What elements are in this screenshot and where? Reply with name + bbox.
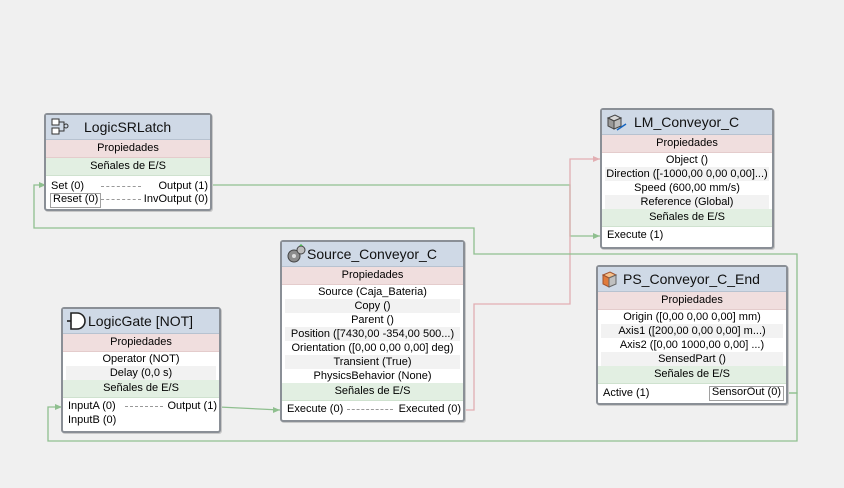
node-header[interactable]: Source_Conveyor_C xyxy=(282,242,463,267)
node-title: PS_Conveyor_C_End xyxy=(623,271,760,287)
node-title: Source_Conveyor_C xyxy=(307,246,437,262)
signal-executed[interactable]: Executed (0) xyxy=(398,403,461,415)
properties-section[interactable]: Propiedades xyxy=(282,267,463,285)
signal-output[interactable]: Output (1) xyxy=(167,400,217,412)
prop-direction[interactable]: Direction ([-1000,00 0,00 0,00]...) xyxy=(605,167,769,181)
signal-active[interactable]: Active (1) xyxy=(603,387,650,399)
wire-gate-to-source xyxy=(218,406,281,411)
source-conveyor-node[interactable]: Source_Conveyor_C Propiedades Source (Ca… xyxy=(280,240,465,422)
properties-section[interactable]: Propiedades xyxy=(63,334,219,352)
plane-sensor-node[interactable]: PS_Conveyor_C_End Propiedades Origin ([0… xyxy=(596,265,788,405)
signal-reset[interactable]: Reset (0) xyxy=(50,193,102,208)
wire-sensor-to-gate-input xyxy=(47,392,798,442)
signals-section[interactable]: Señales de E/S xyxy=(282,383,463,401)
node-title: LogicSRLatch xyxy=(84,119,172,135)
properties-section[interactable]: Propiedades xyxy=(598,292,786,310)
signal-sensorout[interactable]: SensorOut (0) xyxy=(708,386,784,401)
prop-parent[interactable]: Parent () xyxy=(351,314,394,326)
sr-latch-icon xyxy=(51,118,69,135)
signal-inputa[interactable]: InputA (0) xyxy=(68,400,116,412)
node-title: LM_Conveyor_C xyxy=(634,114,740,130)
source-gear-icon xyxy=(287,244,306,263)
prop-reference[interactable]: Reference (Global) xyxy=(605,195,769,209)
wire-arrow xyxy=(273,407,280,413)
signals-section[interactable]: Señales de E/S xyxy=(46,158,210,176)
node-header[interactable]: PS_Conveyor_C_End xyxy=(598,267,786,292)
signal-inputb[interactable]: InputB (0) xyxy=(68,414,117,426)
prop-source[interactable]: Source (Caja_Bateria) xyxy=(318,286,427,298)
node-header[interactable]: LogicSRLatch xyxy=(46,115,210,140)
signal-execute[interactable]: Execute (0) xyxy=(287,403,344,415)
signal-set[interactable]: Set (0) xyxy=(51,180,85,192)
node-title: LogicGate [NOT] xyxy=(88,313,194,329)
prop-orientation[interactable]: Orientation ([0,00 0,00 0,00] deg) xyxy=(291,342,454,354)
signals-section[interactable]: Señales de E/S xyxy=(602,209,772,227)
prop-delay[interactable]: Delay (0,0 s) xyxy=(66,366,216,380)
signal-execute[interactable]: Execute (1) xyxy=(607,229,664,241)
wire-sensor-to-latch-set xyxy=(33,184,798,394)
prop-transient[interactable]: Transient (True) xyxy=(285,355,460,369)
prop-operator[interactable]: Operator (NOT) xyxy=(102,353,180,365)
signals-section[interactable]: Señales de E/S xyxy=(598,366,786,384)
wire-arrow xyxy=(593,233,600,239)
logic-gate-icon xyxy=(67,312,86,330)
wire-arrow xyxy=(593,156,600,162)
linear-mover-icon xyxy=(606,114,627,131)
signals-section[interactable]: Señales de E/S xyxy=(63,380,219,398)
prop-copy[interactable]: Copy () xyxy=(285,299,460,313)
logic-sr-latch-node[interactable]: LogicSRLatch Propiedades Señales de E/S … xyxy=(44,113,212,211)
signal-invoutput[interactable]: InvOutput (0) xyxy=(143,193,208,205)
prop-sensed-part[interactable]: SensedPart () xyxy=(601,352,783,366)
wire-arrow xyxy=(39,182,46,188)
node-header[interactable]: LogicGate [NOT] xyxy=(63,309,219,334)
prop-axis1[interactable]: Axis1 ([200,00 0,00 0,00] m...) xyxy=(601,324,783,338)
prop-physics-behavior[interactable]: PhysicsBehavior (None) xyxy=(313,370,432,382)
node-header[interactable]: LM_Conveyor_C xyxy=(602,110,772,135)
properties-section[interactable]: Propiedades xyxy=(602,135,772,153)
prop-speed[interactable]: Speed (600,00 mm/s) xyxy=(634,182,740,194)
signal-output[interactable]: Output (1) xyxy=(158,180,208,192)
wire-arrow xyxy=(55,404,62,410)
plane-sensor-icon xyxy=(601,271,618,288)
prop-position[interactable]: Position ([7430,00 -354,00 500...) xyxy=(285,327,460,341)
prop-origin[interactable]: Origin ([0,00 0,00 0,00] mm) xyxy=(623,311,761,323)
wire-source-to-mover-object xyxy=(462,158,600,411)
prop-object[interactable]: Object () xyxy=(665,154,709,166)
logic-gate-not-node[interactable]: LogicGate [NOT] Propiedades Operator (NO… xyxy=(61,307,221,433)
properties-section[interactable]: Propiedades xyxy=(46,140,210,158)
linear-mover-node[interactable]: LM_Conveyor_C Propiedades Object () Dire… xyxy=(600,108,774,249)
prop-axis2[interactable]: Axis2 ([0,00 1000,00 0,00] ...) xyxy=(619,339,765,351)
